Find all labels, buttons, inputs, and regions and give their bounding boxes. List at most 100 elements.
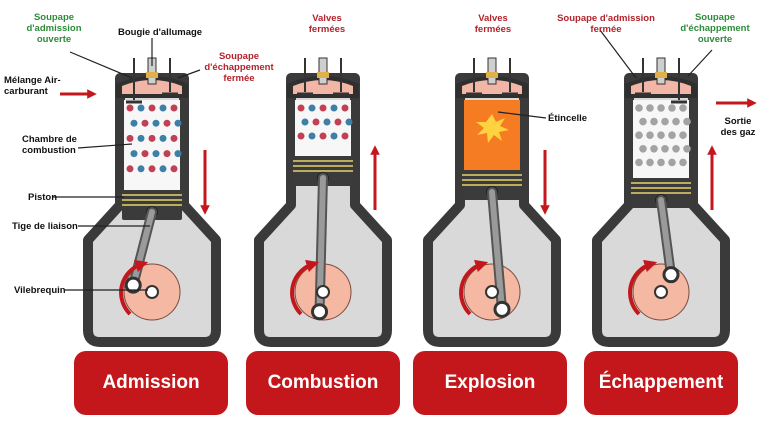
stroke-button-combustion[interactable]: Combustion (246, 351, 400, 415)
label-piston: Piston (28, 192, 58, 203)
exhaust-gas-particle (639, 117, 647, 126)
spark-plug-nut (146, 72, 158, 78)
fuel-molecule (301, 118, 309, 126)
fuel-molecule (163, 150, 171, 158)
exhaust-gas-particle (635, 158, 643, 167)
fuel-molecule (148, 134, 156, 142)
fuel-molecule (159, 165, 167, 173)
label-valves-closed-combustion: Valves fermées (308, 13, 346, 35)
fuel-molecule (159, 134, 167, 142)
exhaust-gas-particle (657, 158, 665, 167)
fuel-molecule (126, 134, 134, 142)
fuel-molecule (130, 150, 138, 158)
exhaust-gas-particle (657, 131, 665, 139)
label-crankshaft: Vilebrequin (14, 285, 66, 296)
combustion-chamber (124, 100, 180, 190)
label-intake-valve-open: Soupape d'admission ouverte (26, 12, 82, 45)
fuel-molecule (341, 104, 349, 112)
exhaust-gas-particle (672, 145, 680, 153)
stroke-button-echappement[interactable]: Échappement (584, 351, 738, 415)
fuel-molecule (159, 104, 167, 112)
fuel-molecule (152, 150, 160, 158)
exhaust-gas-particle (668, 104, 676, 112)
rotation-arrow-icon (459, 259, 489, 316)
crank-pin (311, 303, 329, 321)
label-intake-valve-closed: Soupape d'admission fermée (557, 13, 655, 35)
crank-axis (654, 285, 668, 299)
exhaust-gas-particle (635, 104, 643, 112)
spark-plug-icon (318, 57, 328, 85)
label-spark: Étincelle (548, 113, 588, 124)
spark-plug-nut (486, 72, 498, 78)
label-connecting-rod: Tige de liaison (12, 221, 78, 232)
gas-flow-arrows (60, 89, 757, 108)
cylinder-head-inner (631, 80, 691, 94)
engine-explosion (423, 57, 561, 347)
fuel-molecule (141, 119, 149, 127)
exhaust-gas-particle (657, 104, 665, 112)
connecting-rod-highlight (489, 189, 505, 313)
spark-plug-icon (487, 57, 497, 85)
fuel-molecule (126, 104, 134, 112)
engine-echappement (592, 57, 730, 347)
fuel-molecule (137, 165, 145, 173)
label-exhaust-valve-closed: Soupape d'échappement fermée (204, 51, 274, 84)
engine-admission (83, 57, 221, 347)
rotation-arrow-icon (628, 259, 658, 316)
connecting-rod-highlight (130, 209, 155, 289)
exhaust-gas-particle (639, 145, 647, 153)
fuel-molecule (148, 104, 156, 112)
fuel-molecule (297, 132, 305, 140)
exhaust-gas-particle (683, 117, 691, 126)
fuel-molecule (174, 150, 182, 158)
fuel-molecule (141, 150, 149, 158)
cylinder-head-inner (122, 80, 182, 94)
stroke-button-admission[interactable]: Admission (74, 351, 228, 415)
fuel-molecule (170, 104, 178, 112)
fuel-molecule (319, 104, 327, 112)
fuel-molecule (174, 119, 182, 127)
exhaust-gas-particle (646, 131, 654, 139)
crank-pin (124, 276, 142, 294)
stroke-button-explosion[interactable]: Explosion (413, 351, 567, 415)
fuel-molecule (312, 118, 320, 126)
fuel-molecule (334, 118, 342, 126)
label-gas-exit: Sortie des gaz (720, 116, 756, 138)
exhaust-gas-particle (650, 117, 658, 126)
cylinder-head-inner (462, 80, 522, 94)
label-air-fuel-mix: Mélange Air-carburant (4, 75, 61, 97)
crank-pin (493, 300, 511, 318)
rotation-arrow-icon (119, 259, 149, 316)
exhaust-gas-particle (668, 158, 676, 167)
fuel-molecule (148, 165, 156, 173)
spark-plug-icon (656, 57, 666, 85)
crank-pin (662, 266, 680, 284)
exhaust-gas-particle (679, 131, 687, 139)
exhaust-gas-particle (646, 104, 654, 112)
exhaust-gas-particle (635, 131, 643, 139)
fuel-molecule (308, 104, 316, 112)
connecting-rod-highlight (658, 197, 674, 278)
label-valves-closed-explosion: Valves fermées (474, 13, 512, 35)
spark-plug-nut (655, 72, 667, 78)
crank-axis (316, 285, 330, 299)
label-leader-lines (52, 29, 713, 291)
label-exhaust-valve-open: Soupape d'échappement ouverte (680, 12, 750, 45)
fuel-molecule (319, 132, 327, 140)
exhaust-gas-particle (661, 145, 669, 153)
exhaust-gas-particle (668, 131, 676, 139)
exhaust-gas-particle (679, 158, 687, 167)
cylinder-head-inner (293, 80, 353, 94)
fuel-molecule (137, 104, 145, 112)
crank-axis (145, 285, 159, 299)
exhaust-gas-particle (650, 145, 658, 153)
spark-burst-icon (476, 114, 509, 143)
fuel-molecule (297, 104, 305, 112)
exhaust-gas-particle (646, 158, 654, 167)
fuel-molecule (126, 165, 134, 173)
fuel-molecule (308, 132, 316, 140)
spark-plug-nut (317, 72, 329, 78)
fuel-molecule (170, 165, 178, 173)
label-combustion-chamber: Chambre de combustion (22, 134, 77, 156)
